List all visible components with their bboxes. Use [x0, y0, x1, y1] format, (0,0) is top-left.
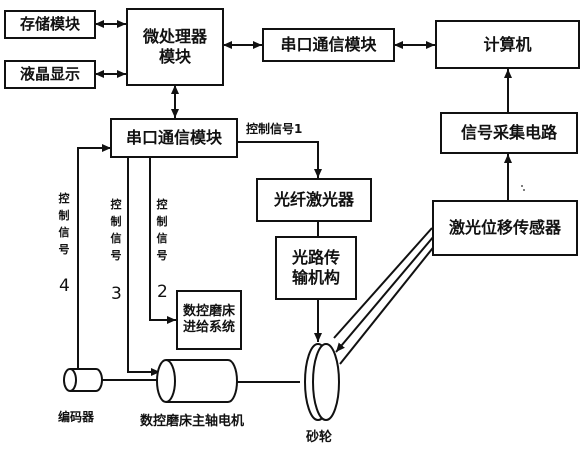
computer-box: 计算机 [435, 20, 580, 69]
serial-module-mid-label: 串口通信模块 [125, 128, 222, 147]
serial-module-top-box: 串口通信模块 [262, 28, 395, 62]
wheel-label: 砂轮 [306, 430, 333, 445]
control-signal-3-number: 3 [111, 284, 122, 304]
laser-sensor-box: 激光位移传感器 [432, 200, 578, 256]
storage-module-label: 存储模块 [19, 15, 80, 34]
encoder-label: 编码器 [58, 410, 95, 424]
serial-module-mid-box: 串口通信模块 [110, 118, 238, 158]
fiber-laser-box: 光纤激光器 [256, 178, 372, 222]
signal-acquisition-box: 信号采集电路 [440, 112, 578, 154]
optical-path-box: 光路传输机构 [275, 236, 357, 300]
fiber-laser-label: 光纤激光器 [273, 190, 354, 209]
computer-label: 计算机 [483, 34, 532, 54]
wheel-shape [304, 343, 340, 421]
feed-system-label: 数控磨床进给系统 [182, 303, 235, 335]
serial-module-top-label: 串口通信模块 [280, 35, 377, 54]
control-signal-2-number: 2 [157, 282, 168, 302]
feed-system-box: 数控磨床进给系统 [176, 290, 242, 350]
optical-path-label: 光路传输机构 [291, 248, 340, 287]
microprocessor-box: 微处理器模块 [126, 8, 224, 86]
microprocessor-label: 微处理器模块 [142, 27, 207, 66]
control-signal-3-text: 控制信号 [110, 198, 122, 262]
laser-sensor-label: 激光位移传感器 [448, 218, 561, 237]
lcd-display-label: 液晶显示 [19, 65, 80, 84]
spindle-motor-label: 数控磨床主轴电机 [140, 414, 245, 429]
control-signal-4-text: 控制信号 [58, 192, 70, 256]
lcd-display-box: 液晶显示 [4, 60, 96, 89]
encoder-shape [63, 368, 103, 392]
signal-acquisition-label: 信号采集电路 [460, 123, 557, 142]
control-signal-4-number: 4 [59, 276, 70, 296]
storage-module-box: 存储模块 [4, 10, 96, 39]
control-signal-2-text: 控制信号 [156, 198, 168, 262]
control-signal-1-label: 控制信号1 [246, 122, 303, 136]
spindle-motor-shape [156, 359, 238, 403]
